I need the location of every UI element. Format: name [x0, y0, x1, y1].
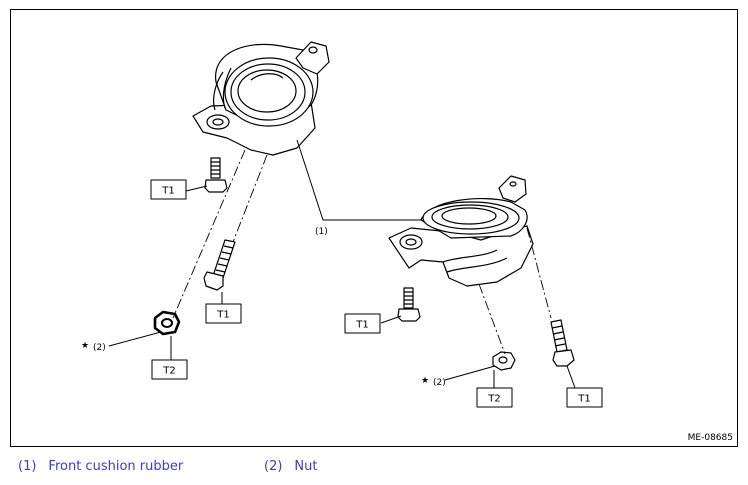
bolt-right-center — [397, 287, 421, 322]
callout-nut-right: (2) — [433, 378, 446, 388]
legend-number: (2) — [264, 459, 283, 474]
legend-label: Front cushion rubber — [48, 459, 184, 474]
center-lines — [172, 149, 552, 355]
diagram-drawing: T1 T1 T2 T1 T2 T1 (1) ★ (2) ★ (2) — [81, 41, 603, 408]
torque-label-t1-left-lower: T1 — [216, 310, 229, 321]
nut-right — [492, 351, 516, 371]
torque-label-t2-left: T2 — [162, 366, 175, 377]
cushion-rubber-right — [388, 175, 534, 287]
torque-label-t1-right-bolt: T1 — [355, 320, 368, 331]
bolt-right-far — [550, 319, 575, 367]
star-icon: ★ — [81, 341, 89, 351]
callout-rubber: (1) — [315, 227, 328, 237]
bolt-left-lower — [203, 239, 236, 291]
leader-lines — [108, 139, 576, 389]
torque-label-t1-left-upper: T1 — [161, 186, 174, 197]
legend-item-rubber: (1) Front cushion rubber — [18, 459, 183, 474]
nut-left — [153, 310, 181, 336]
legend-label: Nut — [294, 459, 318, 474]
callout-nut-left: (2) — [93, 343, 106, 353]
cushion-rubber-left — [192, 41, 330, 156]
figure-code: ME-08685 — [687, 433, 733, 443]
legend-item-nut: (2) Nut — [264, 459, 317, 474]
parts-diagram: T1 T1 T2 T1 T2 T1 (1) ★ (2) ★ (2) ME-086… — [10, 9, 738, 447]
star-icon: ★ — [421, 376, 429, 386]
legend-number: (1) — [18, 459, 37, 474]
torque-label-t1-right-far: T1 — [577, 394, 590, 405]
torque-label-t2-right: T2 — [487, 394, 500, 405]
torque-boxes — [150, 179, 603, 408]
bolt-left-upper — [204, 157, 228, 193]
